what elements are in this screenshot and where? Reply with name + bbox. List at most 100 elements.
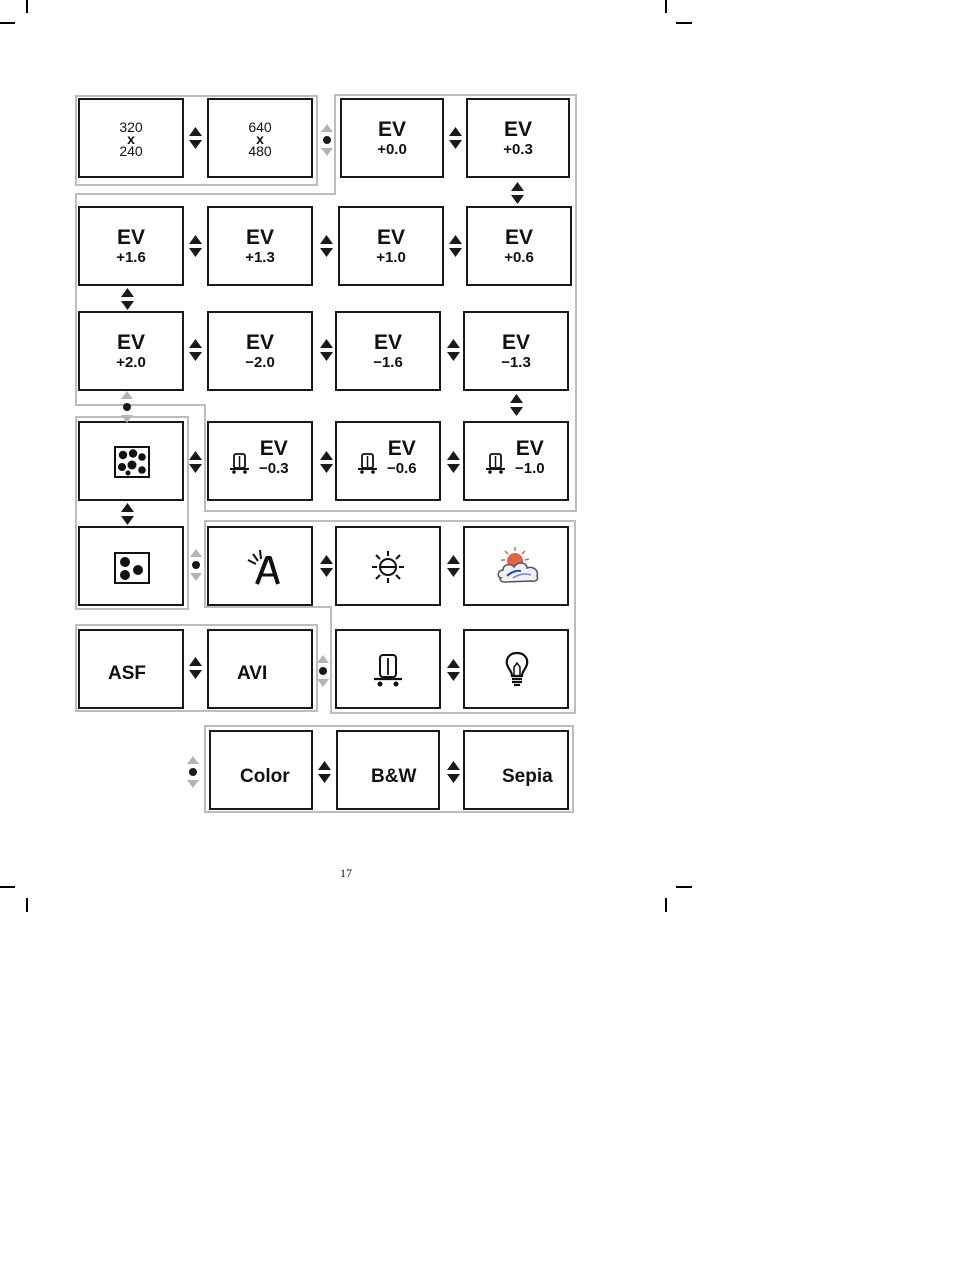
ev-minus-0-3-fluorescent-option[interactable]: EV −0.3 <box>207 421 313 501</box>
fine-quality-icon <box>114 446 150 478</box>
video-asf-option[interactable]: ASF <box>78 629 184 709</box>
ev-minus-1-3-option[interactable]: EV −1.3 <box>463 311 569 391</box>
ev-value: −0.6 <box>387 460 417 477</box>
ev-plus-2-0-option[interactable]: EV +2.0 <box>78 311 184 391</box>
resolution-height: 480 <box>248 143 272 159</box>
crop-mark <box>26 0 28 13</box>
up-down-arrow-icon <box>447 339 460 361</box>
up-down-arrow-icon <box>511 182 524 204</box>
page-number: 17 <box>340 866 352 880</box>
up-down-arrow-icon <box>121 288 134 310</box>
resolution-group <box>75 95 318 186</box>
ev-value: −1.6 <box>373 354 403 371</box>
ev-value: +2.0 <box>116 354 146 371</box>
up-down-arrow-icon <box>447 659 460 681</box>
sepia-option[interactable]: Sepia <box>463 730 569 810</box>
fluorescent-icon <box>374 654 402 687</box>
avi-label: AVI <box>237 663 268 684</box>
up-down-arrow-icon <box>189 339 202 361</box>
ev-label: EV <box>245 226 274 249</box>
wb-group-outline <box>574 520 576 714</box>
ev-value: +1.0 <box>376 249 406 266</box>
exposure-group-outline <box>75 193 77 406</box>
crop-mark <box>676 22 692 24</box>
wb-tungsten-option[interactable] <box>463 629 569 709</box>
fluorescent-icon <box>358 453 377 474</box>
exposure-group-outline <box>204 404 206 512</box>
group-switch-icon <box>190 549 202 581</box>
color-label: Color <box>240 766 290 787</box>
ev-label: EV <box>116 226 145 249</box>
ev-plus-1-6-option[interactable]: EV +1.6 <box>78 206 184 286</box>
up-down-arrow-icon <box>189 127 202 149</box>
ev-minus-1-6-option[interactable]: EV −1.6 <box>335 311 441 391</box>
group-switch-icon <box>317 655 329 687</box>
ev-minus-0-6-fluorescent-option[interactable]: EV −0.6 <box>335 421 441 501</box>
ev-value: +0.0 <box>377 141 407 158</box>
up-down-arrow-icon <box>189 451 202 473</box>
up-down-arrow-icon <box>449 235 462 257</box>
quality-normal-option[interactable] <box>78 526 184 606</box>
ev-plus-0-3-option[interactable]: EV +0.3 <box>466 98 570 178</box>
ev-label: EV <box>504 226 533 249</box>
resolution-separator: x <box>256 131 264 147</box>
up-down-arrow-icon <box>320 555 333 577</box>
ev-plus-1-3-option[interactable]: EV +1.3 <box>207 206 313 286</box>
resolution-width: 320 <box>119 119 143 135</box>
ev-minus-2-0-option[interactable]: EV −2.0 <box>207 311 313 391</box>
ev-label: EV <box>116 331 145 354</box>
resolution-640x480-option[interactable]: 640 x 480 <box>207 98 313 178</box>
exposure-group-outline <box>334 94 577 96</box>
quality-fine-option[interactable] <box>78 421 184 501</box>
tungsten-icon <box>505 651 529 687</box>
up-down-arrow-icon <box>320 451 333 473</box>
up-down-arrow-icon <box>510 394 523 416</box>
wb-group-outline <box>330 712 576 714</box>
resolution-320x240-option[interactable]: 320 x 240 <box>78 98 184 178</box>
cloudy-icon <box>497 547 539 583</box>
crop-mark <box>0 22 15 24</box>
ev-minus-1-0-fluorescent-option[interactable]: EV −1.0 <box>463 421 569 501</box>
wb-fluorescent-option[interactable] <box>335 629 441 709</box>
resolution-separator: x <box>127 131 135 147</box>
ev-plus-0-0-option[interactable]: EV +0.0 <box>340 98 444 178</box>
exposure-group-outline <box>75 404 206 406</box>
wb-group-outline <box>204 520 206 608</box>
daylight-icon <box>372 551 404 583</box>
ev-value: +1.3 <box>245 249 275 266</box>
resolution-width: 640 <box>248 119 272 135</box>
fluorescent-icon <box>486 453 505 474</box>
ev-value: +1.6 <box>116 249 146 266</box>
exposure-group-outline <box>204 510 577 512</box>
up-down-arrow-icon <box>447 761 460 783</box>
normal-quality-icon <box>114 552 150 584</box>
ev-plus-0-6-option[interactable]: EV +0.6 <box>466 206 572 286</box>
wb-cloudy-option[interactable] <box>463 526 569 606</box>
wb-auto-option[interactable] <box>207 526 313 606</box>
up-down-arrow-icon <box>189 235 202 257</box>
ev-value: −1.0 <box>515 460 545 477</box>
color-option[interactable]: Color <box>209 730 313 810</box>
quality-group <box>75 416 189 610</box>
video-format-group <box>75 624 318 712</box>
up-down-arrow-icon <box>447 451 460 473</box>
wb-group-outline <box>204 606 332 608</box>
resolution-height: 240 <box>119 143 143 159</box>
ev-value: +0.3 <box>503 141 533 158</box>
video-avi-option[interactable]: AVI <box>207 629 313 709</box>
group-switch-icon <box>121 391 133 423</box>
sepia-label: Sepia <box>502 766 553 787</box>
wb-daylight-option[interactable] <box>335 526 441 606</box>
ev-label: EV <box>377 118 406 141</box>
up-down-arrow-icon <box>449 127 462 149</box>
crop-mark <box>665 898 667 912</box>
ev-plus-1-0-option[interactable]: EV +1.0 <box>338 206 444 286</box>
ev-label: EV <box>373 331 402 354</box>
color-effect-group <box>204 725 574 813</box>
asf-label: ASF <box>108 663 146 684</box>
group-switch-icon <box>321 124 333 156</box>
ev-value: −0.3 <box>259 460 289 477</box>
crop-mark <box>0 886 15 888</box>
wb-group-outline <box>330 606 332 714</box>
bw-option[interactable]: B&W <box>336 730 440 810</box>
